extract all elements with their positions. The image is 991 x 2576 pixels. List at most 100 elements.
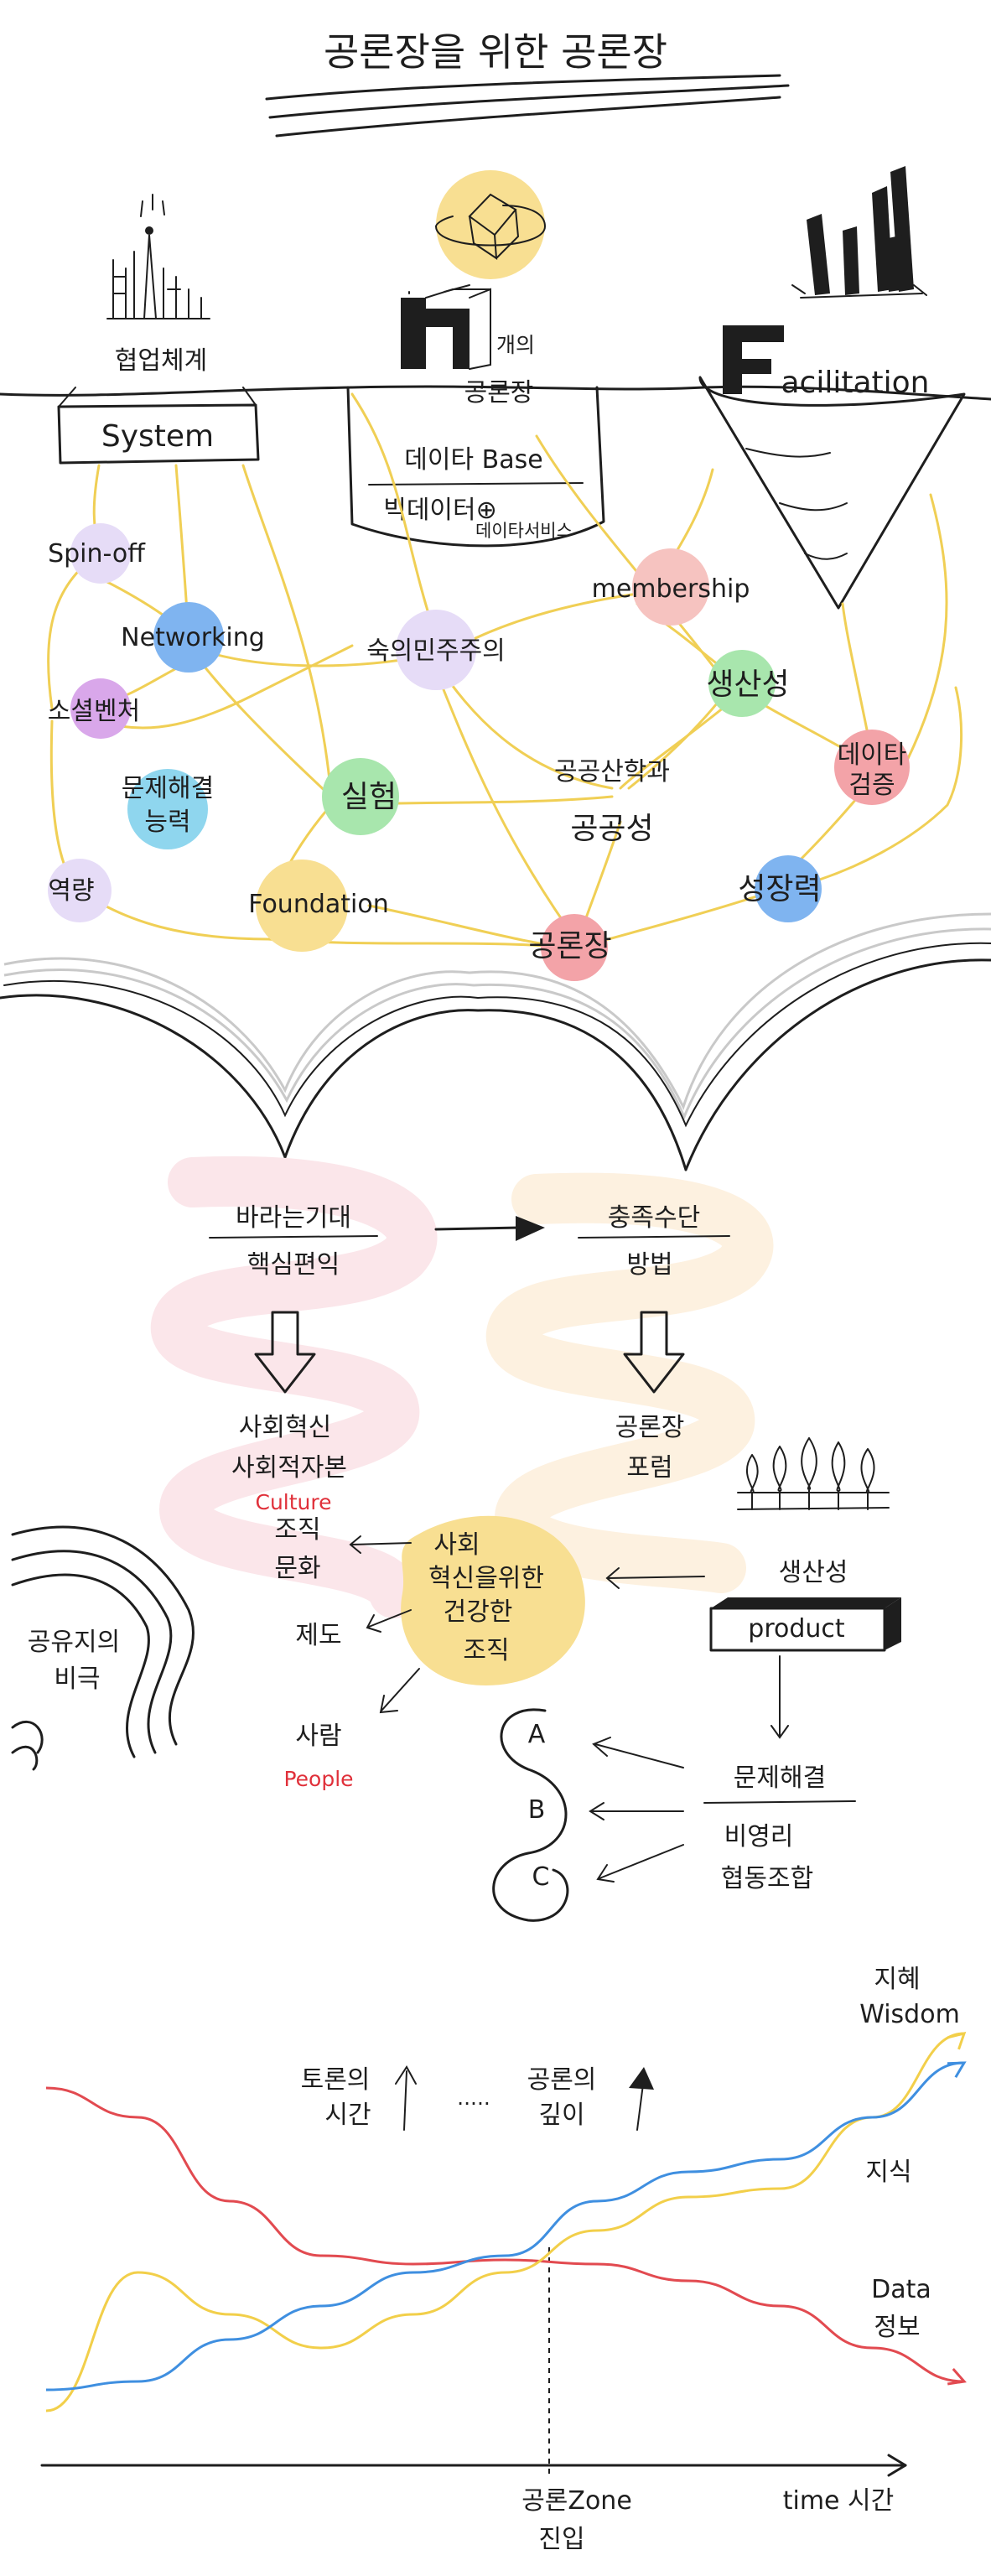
- node-bubble-problem-solving: [127, 769, 208, 849]
- node-data-verify-1: 데이타: [838, 740, 907, 770]
- series-arrow-wisdom: [947, 2031, 967, 2050]
- productivity-label: 생산성: [779, 1558, 848, 1587]
- title-underline-1: [265, 74, 781, 101]
- option-a: A: [528, 1720, 546, 1749]
- chart-annotation-1b: 시간: [324, 2101, 371, 2130]
- node-bubble-networking: [153, 602, 224, 673]
- node-public-forum: 공론장: [528, 929, 611, 963]
- means-divider: [578, 1235, 730, 1239]
- node-public-science-2: 공공성: [570, 812, 653, 846]
- node-foundation: Foundation: [248, 890, 388, 919]
- center-3: 건강한: [444, 1597, 513, 1627]
- node-public-science-1: 공공산학과: [554, 757, 670, 787]
- arrow-to-b: [589, 1802, 684, 1820]
- expectation-1: 바라는기대: [236, 1203, 351, 1233]
- node-membership: membership: [592, 574, 750, 604]
- means-2: 방법: [626, 1250, 672, 1280]
- arrow-to-a: [592, 1737, 684, 1768]
- system-box-handles: [58, 387, 257, 408]
- f-letter-icon: [723, 325, 784, 394]
- culture-ko: 문화: [274, 1554, 320, 1583]
- chart-area: 토론의 시간 ..... 공론의 깊이 공론Zone 진입 time 시간 지혜…: [40, 1965, 967, 2554]
- node-bubble-capacity: [48, 859, 112, 922]
- node-social-venture: 소셜벤처: [48, 697, 140, 726]
- node-spin-off: Spin-off: [48, 539, 146, 569]
- arrow-right: [434, 1226, 521, 1231]
- node-bubble-deliberative: [396, 610, 476, 690]
- n-block-icon: [401, 284, 491, 370]
- commons-river: [11, 1525, 195, 1771]
- bar-chart-icon: [791, 166, 927, 299]
- series-label-data-1: Data: [871, 2275, 931, 2304]
- node-bubble-spinoff: [70, 523, 131, 584]
- culture-en: Culture: [255, 1490, 331, 1514]
- arrow-right-head: [516, 1216, 545, 1241]
- node-experiment: 실험: [341, 780, 397, 814]
- arrow-up-1: [395, 2065, 417, 2131]
- node-capacity: 역량: [48, 876, 94, 906]
- series-arrow-data: [947, 2367, 967, 2386]
- title-underline-2: [268, 84, 790, 119]
- database-cylinder: [346, 386, 605, 548]
- system-label: System: [101, 419, 214, 454]
- node-deliberative-democracy: 숙의민주주의: [366, 636, 506, 666]
- pink-swirl: [151, 1156, 438, 1618]
- product-label: product: [748, 1614, 845, 1644]
- node-bubble-growth: [755, 855, 822, 922]
- node-bubble-productivity: [708, 650, 776, 717]
- node-growth: 성장력: [738, 872, 821, 906]
- node-data-verify-2: 검증: [848, 771, 895, 800]
- system-label-ko: 제도: [295, 1621, 341, 1650]
- center-1: 사회: [433, 1530, 480, 1560]
- db-divider: [368, 482, 584, 486]
- node-bubble-membership: [632, 548, 709, 626]
- node-networking: Networking: [121, 623, 265, 652]
- social-1: 사회혁신: [239, 1413, 331, 1442]
- n-caption: 개의: [496, 333, 535, 357]
- series-label-wisdom-1: 지혜: [874, 1965, 920, 1994]
- chart-annotation-dots: .....: [457, 2085, 490, 2110]
- node-productivity: 생산성: [706, 667, 789, 702]
- nonprofit-1: 비영리: [724, 1822, 794, 1852]
- x-marker-label-1: 공론Zone: [521, 2486, 632, 2516]
- network-nodes: Spin-off Networking 소셜벤처 문제해결 능력 역량 숙의민주…: [48, 523, 910, 981]
- arrow-from-productivity: [605, 1567, 705, 1589]
- arrow-to-org: [349, 1535, 412, 1554]
- series-label-knowledge: 지식: [865, 2158, 911, 2187]
- forum-2: 포럼: [626, 1453, 672, 1483]
- arrow-to-system: [366, 1609, 412, 1633]
- chart-annotation-1a: 토론의: [301, 2065, 371, 2095]
- product-box: [709, 1597, 901, 1652]
- db-line-1: 데이타 Base: [404, 445, 542, 475]
- node-bubble-public-forum: [541, 914, 608, 981]
- cube-halo: [436, 170, 545, 279]
- node-bubble-social-venture: [70, 678, 131, 739]
- series-label-wisdom-2: Wisdom: [859, 2000, 960, 2029]
- abc-snake: [492, 1708, 569, 1922]
- series-line-wisdom: [45, 2032, 965, 2412]
- x-marker-label-2: 진입: [538, 2525, 584, 2554]
- org-label: 조직: [274, 1515, 320, 1545]
- city-icon: [106, 194, 210, 319]
- people-ko: 사람: [295, 1722, 341, 1751]
- cube-icon: [435, 193, 547, 260]
- arrow-to-people: [379, 1668, 420, 1714]
- problem-divider: [703, 1800, 856, 1804]
- system-box: [57, 403, 260, 465]
- nonprofit-2: 협동조합: [721, 1864, 813, 1893]
- down-arrow-right: [623, 1311, 685, 1394]
- social-2: 사회적자본: [231, 1453, 347, 1483]
- expectation-2: 핵심편익: [247, 1250, 340, 1280]
- horizon-line: [0, 385, 991, 401]
- trees-icon: [737, 1437, 890, 1510]
- series-label-data-2: 정보: [874, 2313, 920, 2342]
- commons-2: 비극: [54, 1665, 100, 1694]
- node-problem-solving-1: 문제해결: [122, 774, 214, 803]
- book-pages-icon: [0, 912, 991, 1171]
- chart-annotation-2a: 공론의: [527, 2065, 597, 2095]
- people-en: People: [283, 1767, 353, 1791]
- arrow-to-c: [596, 1844, 684, 1883]
- expectation-divider: [209, 1235, 378, 1239]
- chart-annotation-2b: 깊이: [538, 2101, 584, 2130]
